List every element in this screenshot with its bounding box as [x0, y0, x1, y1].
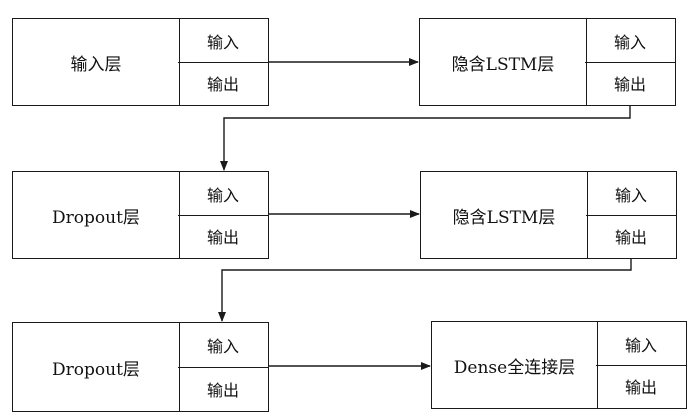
input-port: 输入: [178, 172, 268, 216]
output-port: 输出: [614, 228, 647, 247]
layer-block-dense: Dense全连接层 输入 输出: [431, 321, 687, 409]
layer-block-lstm1: 隐含LSTM层 输入 输出: [419, 18, 676, 106]
layer-block-dropout2: Dropout层 输入 输出: [12, 322, 269, 412]
input-port: 输入: [178, 19, 268, 63]
output-port: 输出: [206, 380, 239, 400]
output-port: 输出: [624, 378, 657, 397]
layer-block-input: 输入层 输入 输出: [12, 18, 269, 106]
output-port: 输出: [206, 75, 239, 94]
layer-block-lstm2: 隐含LSTM层 输入 输出: [420, 171, 677, 259]
arrow-lstm2-to-dropout2: [218, 259, 632, 322]
input-port: 输入: [178, 323, 268, 368]
layer-block-dropout1: Dropout层 输入 输出: [12, 171, 269, 259]
input-port: 输入: [596, 322, 686, 366]
output-port: 输出: [613, 75, 646, 94]
input-port: 输入: [586, 172, 676, 216]
input-port: 输入: [585, 19, 675, 63]
arrow-lstm1-to-dropout1: [220, 106, 631, 171]
output-port: 输出: [206, 228, 239, 247]
